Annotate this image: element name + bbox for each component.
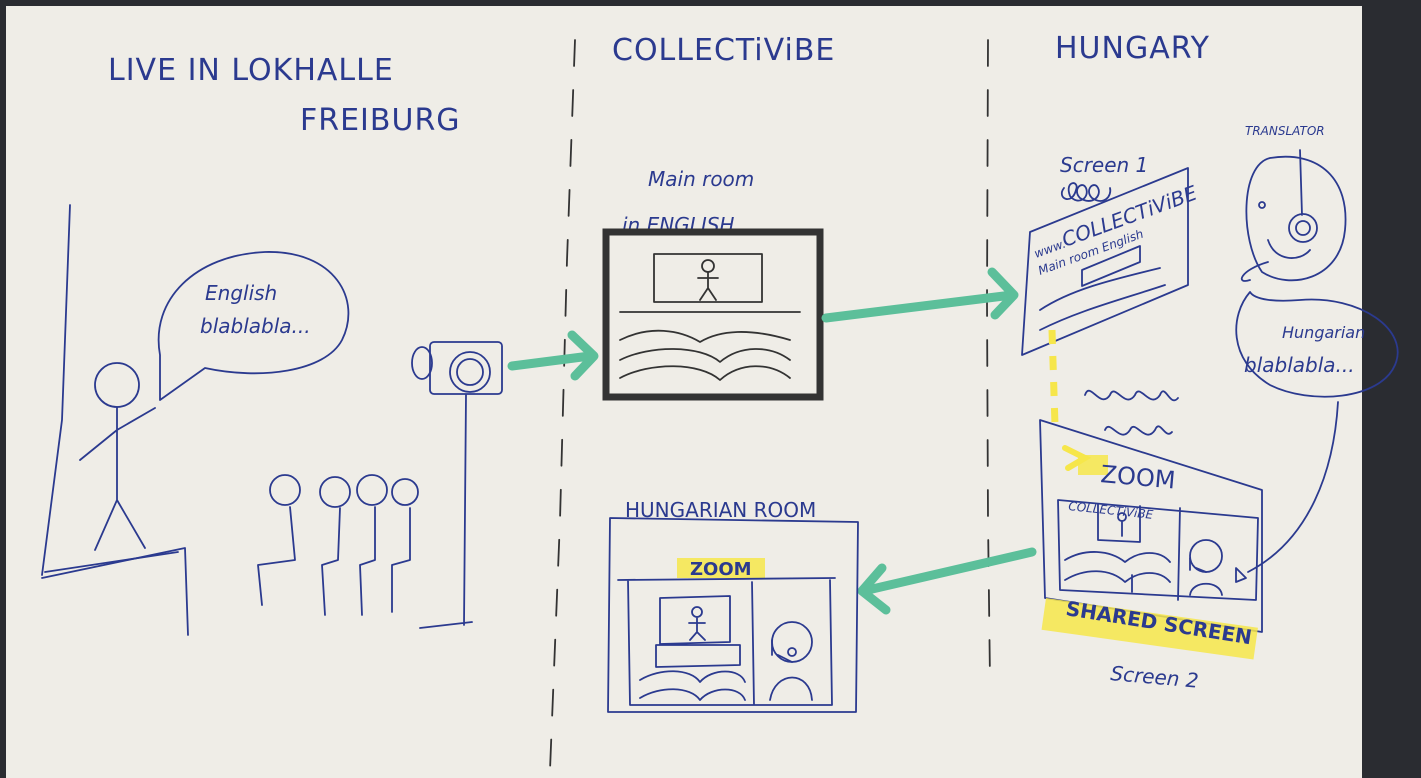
speech-bubble-line2: blablabla... xyxy=(200,314,311,338)
translator-label: TRANSLATOR xyxy=(1245,124,1325,138)
screen2-zoom-highlight xyxy=(1078,455,1108,475)
camera-icon xyxy=(411,341,503,629)
stage xyxy=(41,204,189,636)
speech-bubble-hungarian: Hungarian blablabla... xyxy=(1235,291,1399,583)
screen2-translator-avatar xyxy=(1189,539,1223,596)
column-title-hungary: HUNGARY xyxy=(1055,31,1210,66)
translator-bubble-line2: blablabla... xyxy=(1244,353,1355,377)
screen2-label: Screen 2 xyxy=(1110,661,1200,693)
speaker-stick-figure xyxy=(79,362,156,551)
shared-screen-highlight xyxy=(1041,598,1258,660)
hungarian-zoom-label: ZOOM xyxy=(690,559,752,580)
audience-figures xyxy=(257,474,419,616)
hungarian-zoom-highlight xyxy=(677,558,765,578)
translator-bubble-line1: Hungarian xyxy=(1282,323,1365,342)
main-room-screen xyxy=(602,228,824,401)
hungarian-translator-avatar xyxy=(769,621,813,701)
arrow-camera-to-main-room xyxy=(507,330,599,381)
screen2-display: ZOOM COLLECTiViBE SHARED SCREEN xyxy=(1039,419,1263,660)
screen2-scribble xyxy=(1084,389,1179,436)
main-room-label: Main room xyxy=(648,167,754,191)
column-divider-right xyxy=(986,39,991,681)
screen1-display: www. COLLECTiViBE Main room English xyxy=(1021,167,1200,356)
arrow-screen2-to-hungarian-room xyxy=(857,547,1037,615)
screen1-label: Screen 1 xyxy=(1060,153,1148,177)
screen2-brand: COLLECTiViBE xyxy=(1068,499,1155,522)
column-divider-left xyxy=(549,39,576,771)
yellow-dotted-link xyxy=(1048,329,1092,471)
translator-head-icon xyxy=(1240,149,1347,282)
screen1-scribble xyxy=(1061,182,1112,202)
hungarian-room-screen: ZOOM xyxy=(607,517,859,713)
column-title-collectivibe: COLLECTiViBE xyxy=(612,33,835,68)
screen2-zoom-label: ZOOM xyxy=(1099,460,1176,494)
column-title-live-city: FREIBURG xyxy=(300,103,461,138)
speech-bubble-english: English blablabla... xyxy=(157,251,350,401)
column-title-live: LIVE IN LOKHALLE xyxy=(108,53,394,88)
speech-bubble-line1: English xyxy=(205,281,277,305)
arrow-main-room-to-screen1 xyxy=(821,267,1019,323)
